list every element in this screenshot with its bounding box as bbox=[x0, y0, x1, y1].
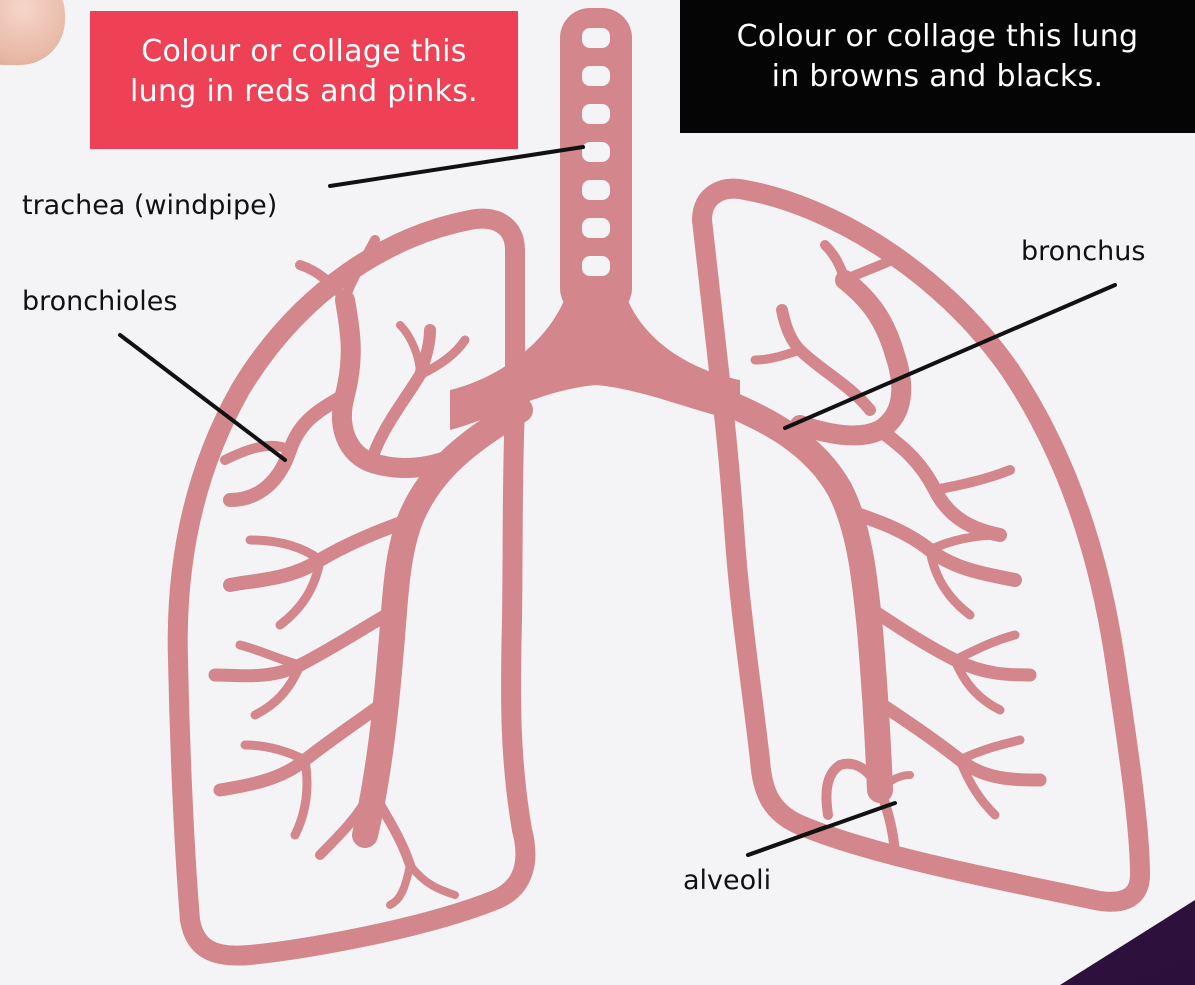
bronchus-label: bronchus bbox=[1021, 236, 1145, 267]
black-instruction-line-2: in browns and blacks. bbox=[680, 57, 1195, 97]
black-instruction-line-1: Colour or collage this lung bbox=[680, 17, 1195, 57]
black-lung-instruction: Colour or collage this lung in browns an… bbox=[680, 0, 1195, 133]
trachea-label: trachea (windpipe) bbox=[22, 190, 277, 221]
red-instruction-line-1: Colour or collage this bbox=[90, 32, 518, 72]
alveoli-label: alveoli bbox=[683, 865, 771, 896]
trachea-leader bbox=[330, 147, 583, 186]
bronchioles-label: bronchioles bbox=[22, 286, 177, 317]
left-bronchial-tree bbox=[215, 240, 520, 905]
red-instruction-line-2: lung in reds and pinks. bbox=[90, 72, 518, 112]
red-lung-instruction: Colour or collage this lung in reds and … bbox=[90, 11, 518, 149]
